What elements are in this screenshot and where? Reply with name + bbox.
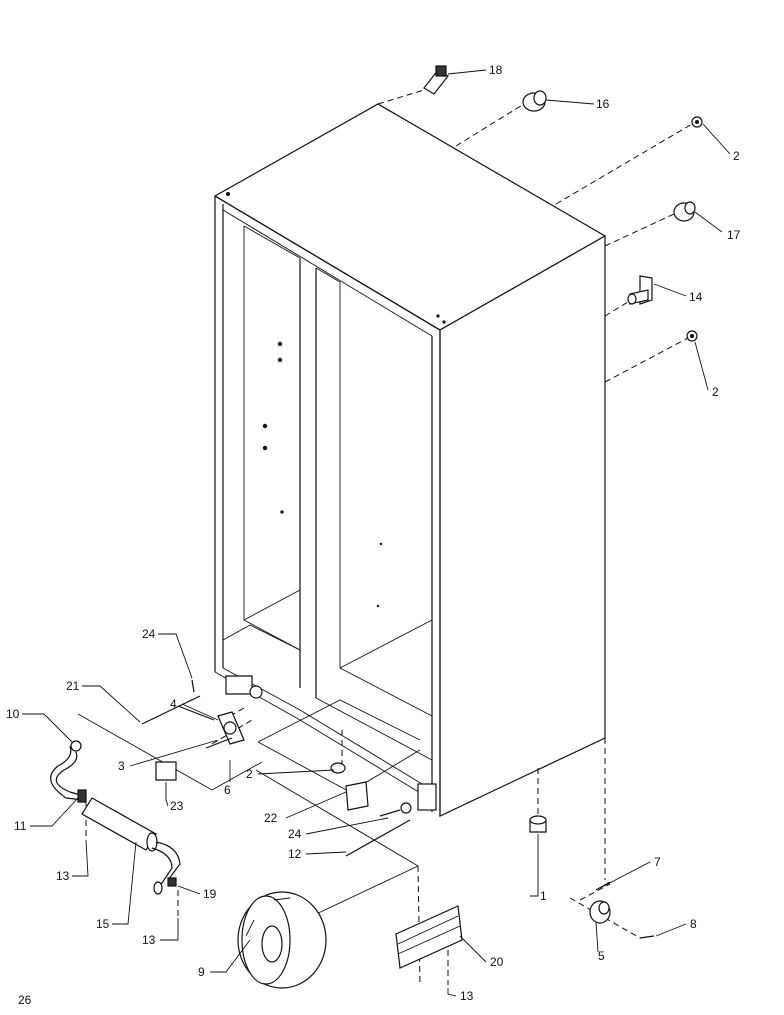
callout-labels: 18 16 2 17 14 2 24 21 10 4 3 23 6 2 22 2… <box>6 63 741 1003</box>
part-10-11-tube <box>50 740 87 803</box>
callout-2-mid: 2 <box>712 385 719 399</box>
callout-3: 3 <box>118 759 125 773</box>
callout-20: 20 <box>490 955 504 969</box>
callout-11: 11 <box>14 819 27 833</box>
callout-12: 12 <box>288 847 302 861</box>
callout-19: 19 <box>203 887 217 901</box>
base-assembly-lines <box>77 713 419 917</box>
part-2-lower-nut <box>330 762 346 774</box>
part-23-bracket <box>155 761 177 781</box>
callout-13-mid: 13 <box>142 933 156 947</box>
callout-14: 14 <box>689 290 703 304</box>
callout-21: 21 <box>66 679 80 693</box>
callout-2-lower: 2 <box>246 767 253 781</box>
callout-5: 5 <box>598 949 605 963</box>
part-12-rod <box>345 783 437 857</box>
callout-9: 9 <box>198 965 205 979</box>
part-9-drain-pan <box>237 891 327 989</box>
callout-23: 23 <box>170 799 184 813</box>
callout-18: 18 <box>489 63 503 77</box>
callout-10: 10 <box>6 707 20 721</box>
callout-1: 1 <box>540 889 547 903</box>
callout-24-right: 24 <box>288 827 302 841</box>
part-21-rod <box>141 695 215 725</box>
part-6-screw <box>205 737 233 749</box>
part-24-screw-right <box>379 802 412 817</box>
callout-13-right: 13 <box>460 989 474 1003</box>
part-20-grille <box>395 905 463 969</box>
callout-leaders <box>22 69 731 997</box>
callout-2-top: 2 <box>733 149 740 163</box>
part-1-leveler <box>529 815 547 833</box>
part-5-roller <box>589 900 611 924</box>
callout-8: 8 <box>690 917 697 931</box>
callout-15: 15 <box>96 917 110 931</box>
part-2-mid-nut <box>686 330 698 342</box>
part-22-bracket <box>345 781 369 811</box>
part-16-bushing <box>522 90 547 112</box>
callout-4: 4 <box>170 697 177 711</box>
part-2-top-nut <box>691 116 703 128</box>
callout-17: 17 <box>727 228 741 242</box>
callout-24-left: 24 <box>142 627 156 641</box>
part-18-valve <box>423 65 449 95</box>
callout-13-left: 13 <box>56 869 70 883</box>
part-14-bracket <box>627 275 653 305</box>
part-4-bracket <box>217 675 263 745</box>
cabinet <box>213 103 607 817</box>
part-8-screw <box>639 935 655 939</box>
callout-7: 7 <box>654 855 661 869</box>
page-number: 26 <box>18 993 32 1007</box>
callout-22: 22 <box>264 811 278 825</box>
part-17-bushing <box>673 201 696 222</box>
callout-6: 6 <box>224 783 231 797</box>
part-24-screw-left <box>191 679 195 693</box>
part-15-cylinder <box>81 797 181 895</box>
callout-16: 16 <box>596 97 610 111</box>
